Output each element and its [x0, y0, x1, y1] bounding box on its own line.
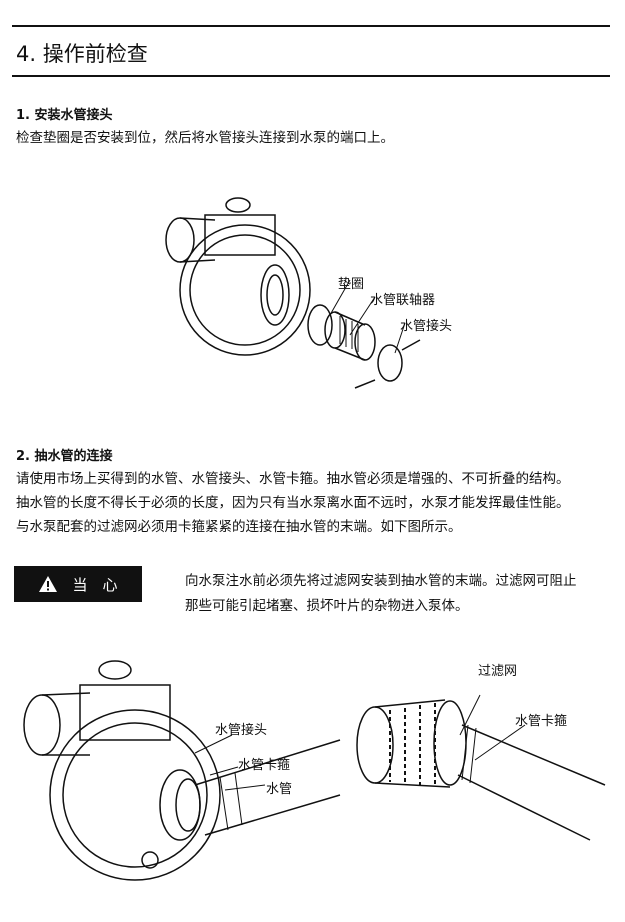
step2-heading: 2. 抽水管的连接	[16, 449, 113, 464]
label-gasket: 垫圈	[338, 277, 365, 292]
title-rule	[12, 75, 610, 77]
warning-icon	[39, 576, 58, 592]
pump-fitting-illustration	[165, 197, 421, 389]
caution-label: 当 心	[72, 575, 118, 594]
step2-line-1: 请使用市场上买得到的水管、水管接头、水管卡箍。抽水管必须是增强的、不可折叠的结构…	[16, 471, 570, 487]
label-hose-clamp: 水管卡箍	[238, 758, 291, 773]
label-strainer: 过滤网	[478, 664, 518, 679]
label-hose: 水管	[266, 782, 293, 797]
step1-heading: 1. 安装水管接头	[16, 108, 113, 123]
label-coupling: 水管联轴器	[370, 293, 436, 308]
step1-text: 检查垫圈是否安装到位，然后将水管接头连接到水泵的端口上。	[16, 130, 394, 146]
caution-text-2: 那些可能引起堵塞、损坏叶片的杂物进入泵体。	[185, 598, 469, 614]
pump-hose-illustration	[23, 660, 341, 881]
label-strainer-clamp: 水管卡箍	[515, 714, 568, 729]
label-hose-connector: 水管接头	[215, 723, 268, 738]
step2-line-2: 抽水管的长度不得长于必须的长度，因为只有当水泵离水面不远时，水泵才能发挥最佳性能…	[16, 495, 570, 511]
label-connector: 水管接头	[400, 319, 453, 334]
section-title: 4. 操作前检查	[16, 42, 148, 66]
step2-line-3: 与水泵配套的过滤网必须用卡箍紧紧的连接在抽水管的末端。如下图所示。	[16, 519, 462, 535]
caution-badge: 当 心	[14, 566, 142, 602]
top-rule	[12, 25, 610, 27]
strainer-illustration	[356, 694, 606, 841]
caution-text-1: 向水泵注水前必须先将过滤网安装到抽水管的末端。过滤网可阻止	[185, 573, 577, 589]
